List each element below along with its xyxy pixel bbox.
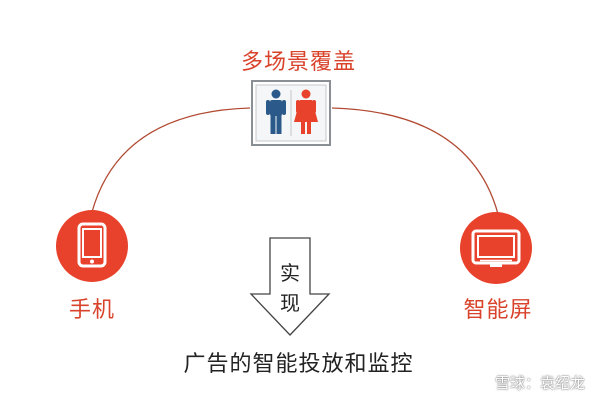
caption: 广告的智能投放和监控 (183, 352, 414, 377)
down-arrow-icon (249, 237, 331, 336)
phone-label: 手机 (68, 298, 115, 323)
watermark: 雪球：袁绍龙 (473, 372, 585, 393)
smart-screen-node (460, 212, 532, 284)
restroom-sign-icon (251, 80, 331, 146)
smart-screen-label: 智能屏 (463, 298, 533, 323)
arrow-text-char: 实 (280, 261, 300, 285)
scenario-label: 多场景覆盖 (240, 50, 356, 75)
arrow-text: 实 现 (270, 258, 310, 318)
phone-icon (77, 222, 107, 268)
smart-screen-icon (471, 229, 521, 267)
snowball-logo-icon (473, 374, 491, 391)
arrow-text-char: 现 (280, 291, 300, 315)
phone-node (56, 210, 128, 282)
watermark-text: 雪球：袁绍龙 (494, 374, 585, 392)
